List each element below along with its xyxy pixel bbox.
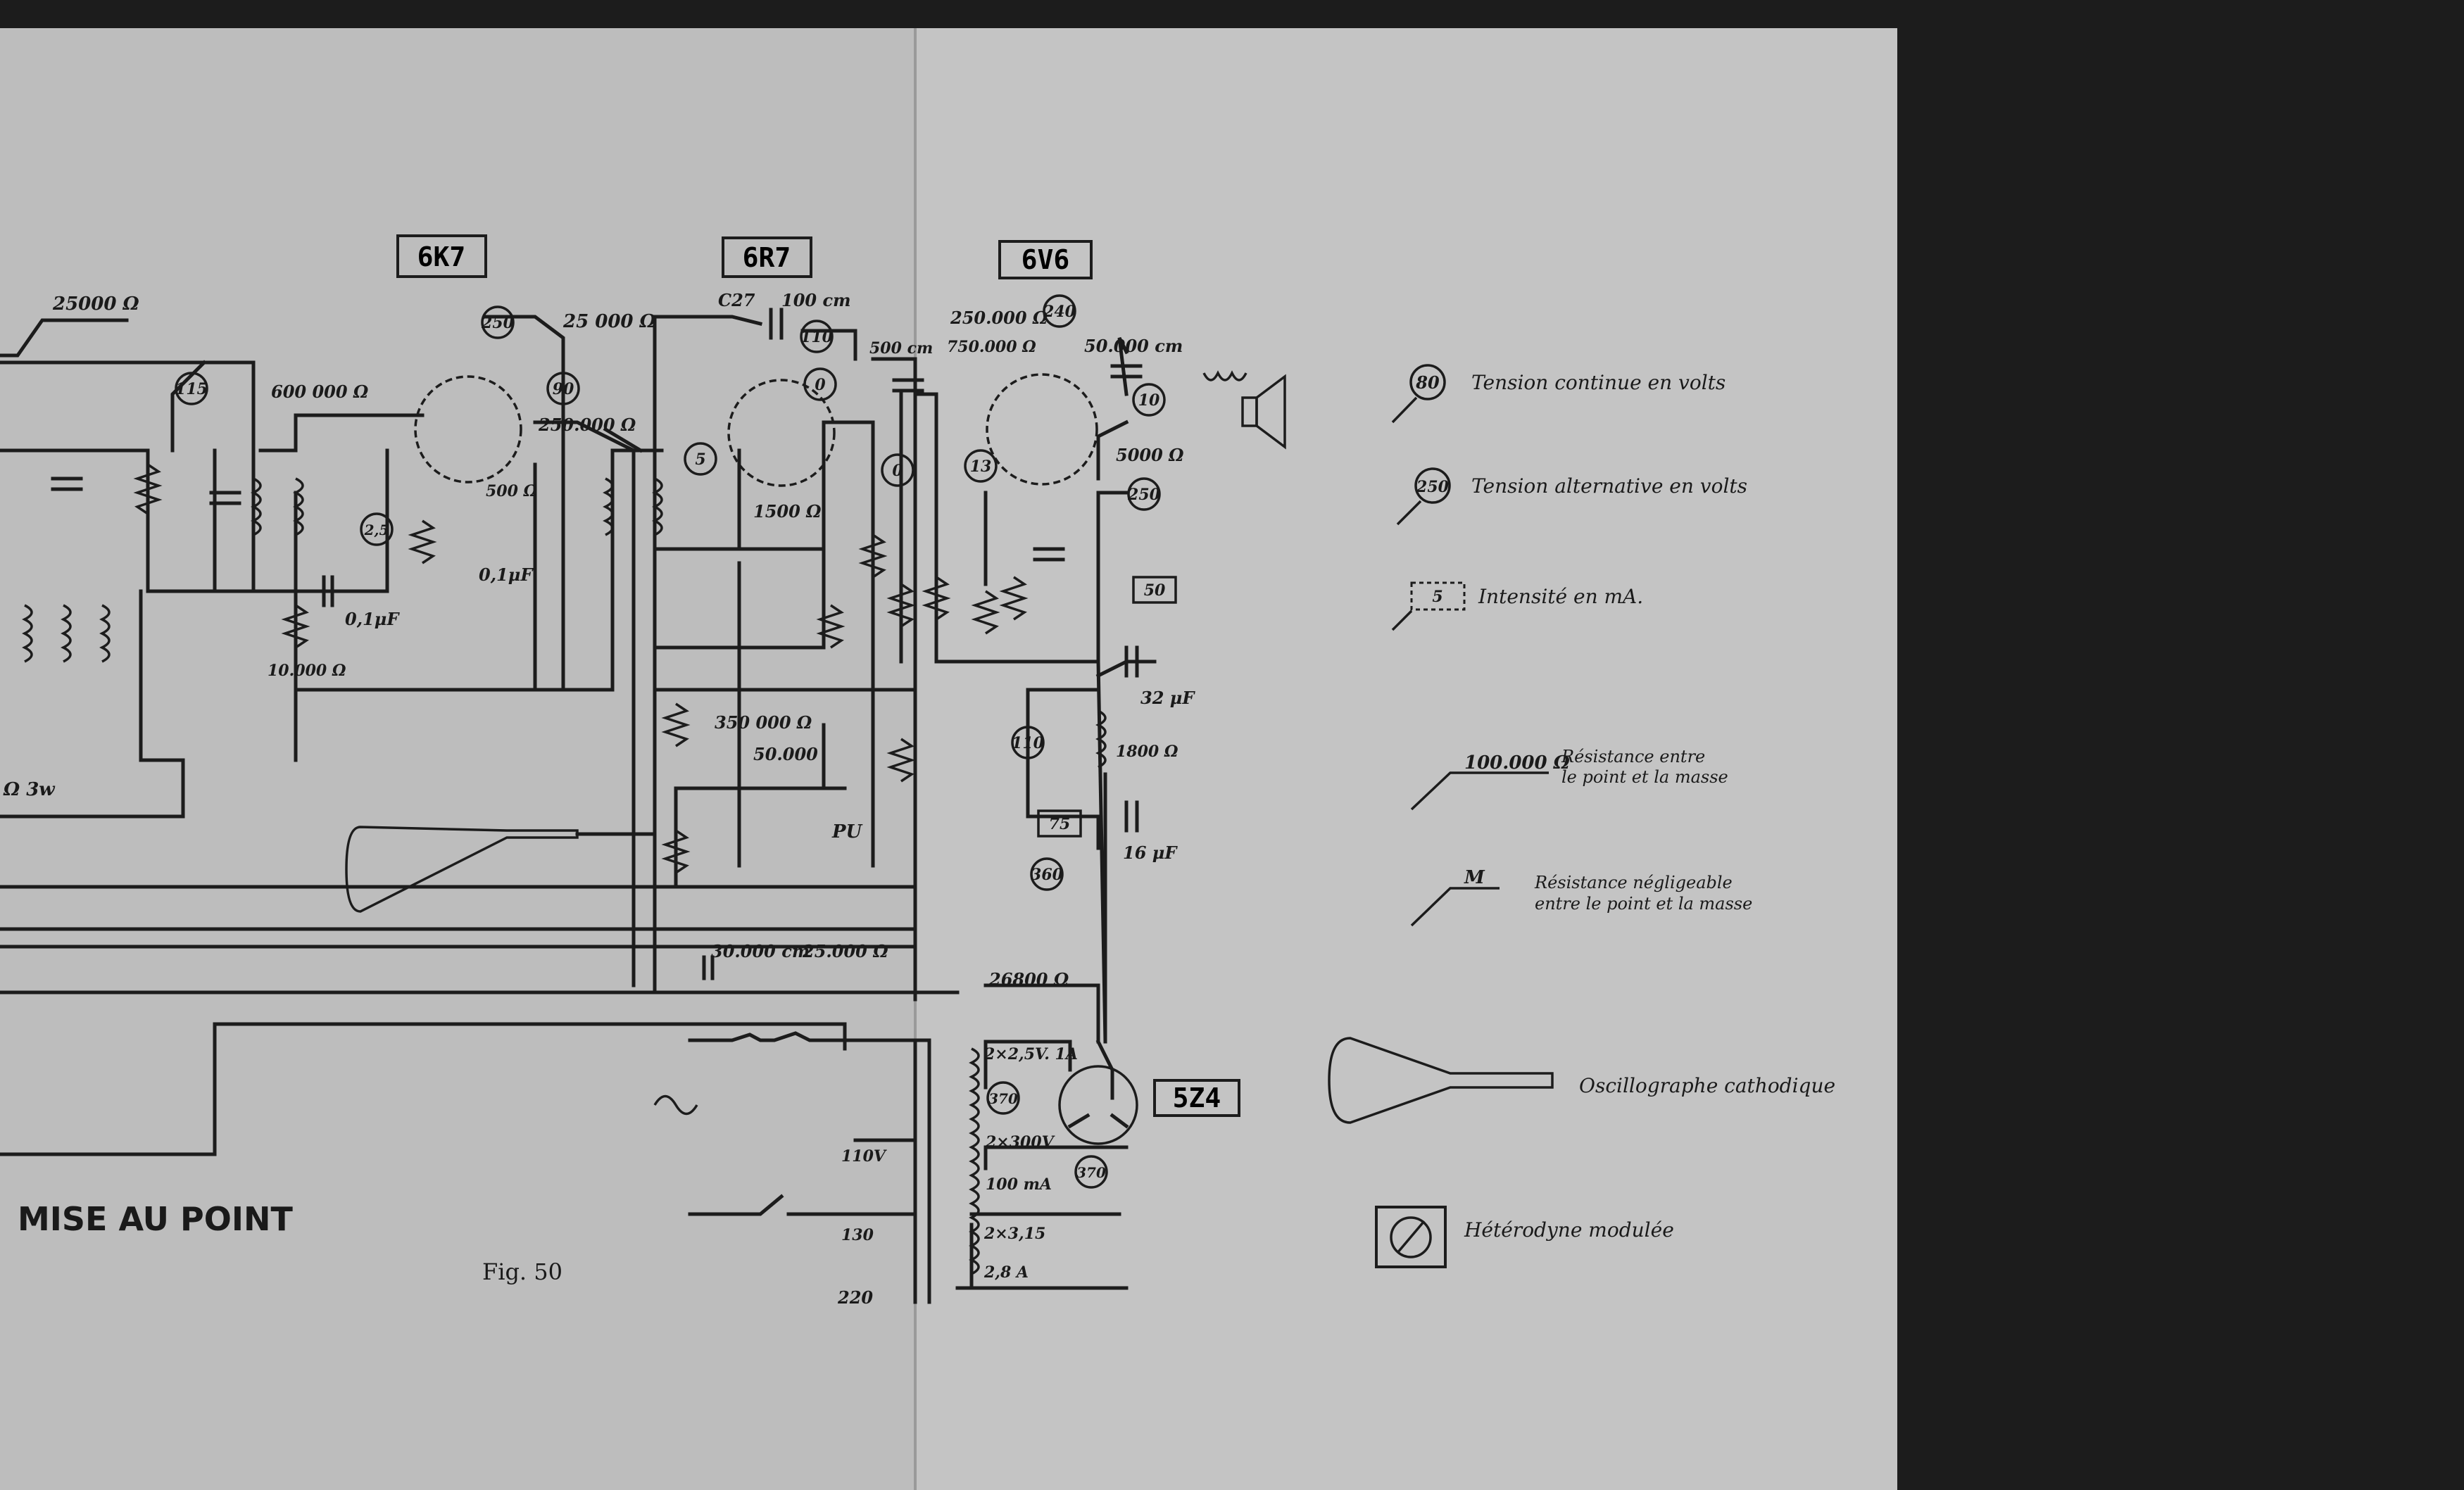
oscillograph-probe	[345, 826, 579, 913]
value-r250000b: 250.000 Ω	[950, 308, 1048, 328]
value-r5000: 5000 Ω	[1116, 445, 1184, 465]
value-r25000a: 25000 Ω	[52, 293, 139, 315]
measure-13: 13	[970, 457, 992, 476]
value-sec3: 2×3,15	[983, 1225, 1045, 1243]
measure-75: 75	[1049, 815, 1071, 833]
value-r50000: 50.000	[753, 744, 818, 764]
legend-ac-text: Tension alternative en volts	[1471, 474, 1747, 498]
measure-240: 240	[1043, 303, 1076, 321]
page-title: MISE AU POINT	[18, 1200, 293, 1238]
value-sec3b: 2,8 A	[983, 1263, 1029, 1282]
legend-neg: M Résistance négligeable entre le point …	[1410, 867, 1752, 927]
value-c30: 30.000 cm	[711, 941, 810, 961]
value-r500: 500 Ω	[486, 482, 538, 500]
legend-res-text1: Résistance entre	[1561, 747, 1705, 766]
value-sec1: 2×2,5V. 1A	[983, 1045, 1078, 1063]
tube-5z4	[1058, 1065, 1138, 1145]
legend-ma-sample: 5	[1432, 588, 1442, 606]
value-r2-3w: Ω 3w	[3, 779, 56, 800]
legend-osc: Oscillographe cathodique	[1328, 1037, 1835, 1124]
measurement-points: 250 115 90 2,5 110 0 5 240 0 13 10 250 5…	[175, 294, 1177, 1189]
tube-5z4-label: 5Z4	[1173, 1082, 1221, 1113]
value-c27v: 100 cm	[781, 290, 850, 310]
value-sec2: 2×300V	[985, 1133, 1055, 1151]
value-r750000: 750.000 Ω	[947, 338, 1036, 356]
value-r25000b: 25 000 Ω	[562, 311, 656, 332]
legend-neg-text2: entre le point et la masse	[1535, 894, 1752, 914]
legend-res: 100.000 Ω Résistance entre le point et l…	[1410, 747, 1728, 811]
heterodyne-icon	[1390, 1216, 1432, 1258]
value-110v: 110V	[841, 1147, 887, 1166]
speaker-cone	[1255, 374, 1286, 450]
component-values: 25000 Ω 25 000 Ω 600 000 Ω 250.000 Ω C27…	[3, 290, 1195, 1308]
value-r1500: 1500 Ω	[753, 501, 822, 522]
measure-115: 115	[175, 380, 208, 398]
measure-5: 5	[695, 450, 705, 469]
value-c13v: 0,1μF	[479, 564, 534, 585]
measure-0a: 0	[815, 376, 826, 394]
tube-6k7-label: 6K7	[417, 241, 466, 272]
value-r25000c: 25.000 Ω	[802, 941, 888, 961]
legend-res-sample: 100.000 Ω	[1464, 752, 1570, 774]
value-r10000: 10.000 Ω	[268, 662, 346, 680]
value-pu: PU	[831, 821, 863, 842]
legend-ac-sample: 250	[1416, 478, 1450, 496]
value-r600000: 600 000 Ω	[271, 381, 369, 402]
measure-10: 10	[1138, 391, 1160, 410]
legend-het-text: Hétérodyne modulée	[1464, 1218, 1674, 1242]
tube-6r7	[727, 379, 836, 487]
value-r1800: 1800 Ω	[1116, 743, 1178, 761]
legend: 80 Tension continue en volts 250 Tension…	[1328, 364, 1835, 1268]
legend-neg-sample: M	[1464, 867, 1485, 888]
value-r350000: 350 000 Ω	[715, 712, 812, 733]
measure-110b: 110	[1012, 734, 1045, 752]
measure-370b: 370	[1076, 1164, 1106, 1181]
legend-res-text2: le point et la masse	[1561, 767, 1728, 787]
value-r26800: 26800 Ω	[988, 969, 1069, 990]
measure-2-5: 2,5	[364, 522, 389, 538]
measure-50: 50	[1144, 581, 1166, 600]
tube-envelopes	[414, 373, 1138, 1145]
tube-6v6-label: 6V6	[1022, 244, 1070, 275]
figure-caption: Fig. 50	[482, 1258, 562, 1285]
ac-sine-icon	[653, 1094, 698, 1116]
value-c29v: 50.000 cm	[1084, 336, 1183, 356]
measure-360: 360	[1031, 866, 1064, 884]
measure-250b: 250	[1127, 486, 1161, 504]
components	[22, 308, 1286, 1275]
legend-osc-text: Oscillographe cathodique	[1579, 1074, 1835, 1097]
tube-labels: 6K7 6R7 6V6 5Z4	[396, 234, 1240, 1117]
oscillograph-icon	[1328, 1037, 1554, 1124]
value-sec2b: 100 mA	[986, 1175, 1052, 1194]
legend-ma: 5 Intensité en mA.	[1391, 581, 1643, 631]
measure-250a: 250	[481, 314, 515, 332]
value-130: 130	[841, 1226, 874, 1244]
value-r250000a: 250.000 Ω	[538, 415, 636, 435]
legend-dc: 80 Tension continue en volts	[1391, 364, 1726, 424]
legend-neg-text1: Résistance négligeable	[1534, 873, 1733, 892]
value-c31v: 32 μF	[1140, 688, 1195, 708]
measure-90: 90	[553, 380, 574, 398]
tube-6k7	[414, 375, 522, 484]
value-c19v: 500 cm	[869, 339, 933, 358]
value-c32v: 16 μF	[1123, 842, 1178, 863]
legend-dc-text: Tension continue en volts	[1471, 371, 1726, 394]
legend-dc-sample: 80	[1415, 372, 1440, 393]
measure-0b: 0	[892, 462, 903, 480]
measure-370a: 370	[988, 1090, 1018, 1107]
value-c11v: 0,1μF	[345, 609, 400, 629]
legend-ma-text: Intensité en mA.	[1478, 585, 1643, 608]
measure-110: 110	[800, 328, 834, 346]
tube-6r7-label: 6R7	[743, 242, 791, 273]
legend-ac: 250 Tension alternative en volts	[1396, 467, 1747, 526]
value-c27: C27	[718, 290, 755, 310]
legend-het: Hétérodyne modulée	[1375, 1206, 1674, 1268]
value-220: 220	[837, 1287, 873, 1308]
right-page	[915, 28, 1897, 1490]
tube-6v6	[986, 373, 1098, 486]
